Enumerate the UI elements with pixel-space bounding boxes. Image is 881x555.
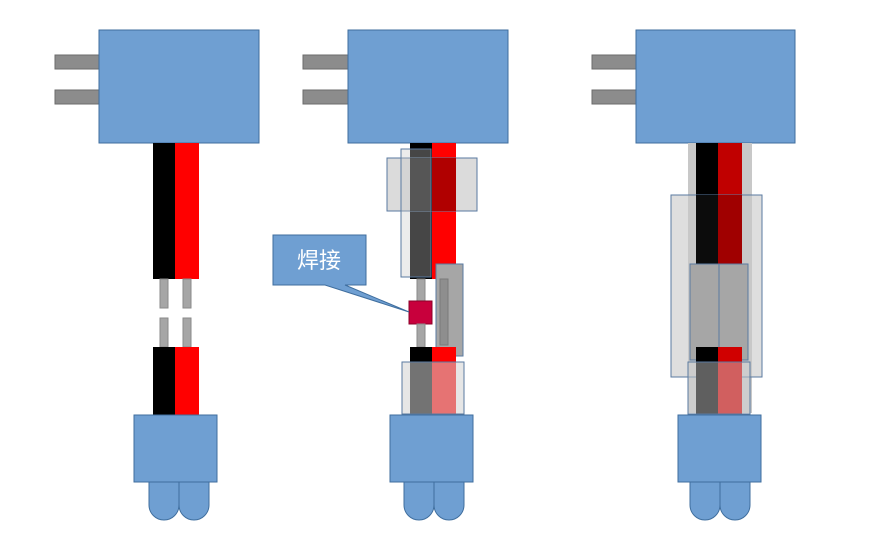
black-conductor-upper bbox=[159, 278, 169, 309]
connector-lobe-left bbox=[148, 481, 180, 521]
prong-bottom bbox=[302, 89, 350, 105]
heat-shrink-sleeve-lower bbox=[401, 361, 465, 415]
solder-callout: 焊接 bbox=[272, 234, 410, 313]
red-wire-upper-sleeved bbox=[432, 158, 456, 211]
black-wire-sleeved bbox=[696, 195, 718, 279]
inner-sleeve-red bbox=[718, 263, 749, 361]
red-conductor-upper bbox=[182, 278, 192, 309]
power-adapter-body bbox=[98, 29, 260, 144]
black-wire-upper-sleeved bbox=[410, 158, 432, 211]
red-wire-lower bbox=[718, 347, 742, 415]
callout-bubble bbox=[272, 234, 410, 313]
black-conductor-lower bbox=[416, 323, 426, 348]
panel-1 bbox=[54, 29, 260, 521]
black-wire-lower bbox=[153, 347, 175, 415]
connector-lobe-left bbox=[689, 481, 721, 521]
callout-label: 焊接 bbox=[297, 249, 341, 274]
connector-lobe-left bbox=[403, 481, 435, 521]
prong-top bbox=[591, 54, 638, 70]
panel-3 bbox=[591, 29, 796, 521]
power-adapter-body bbox=[347, 29, 509, 144]
heat-shrink-lower bbox=[687, 361, 751, 415]
black-conductor-upper bbox=[416, 278, 426, 304]
inner-sleeve-black bbox=[689, 263, 721, 361]
connector-lobe-right bbox=[719, 481, 751, 521]
red-conductor-upper bbox=[439, 278, 449, 346]
power-adapter-body bbox=[635, 29, 796, 144]
solder-joint bbox=[408, 300, 433, 325]
black-wire-sleeve bbox=[400, 148, 432, 278]
red-wire-lower bbox=[175, 347, 199, 415]
prong-bottom bbox=[54, 89, 101, 105]
connector-body bbox=[133, 414, 218, 483]
black-conductor-lower bbox=[159, 317, 169, 348]
prong-bottom bbox=[591, 89, 638, 105]
connector-lobe-right bbox=[433, 481, 465, 521]
prong-top bbox=[302, 54, 350, 70]
panel-2 bbox=[302, 29, 509, 521]
connector-body bbox=[677, 414, 762, 483]
connector-lobe-right bbox=[178, 481, 210, 521]
prong-top bbox=[54, 54, 101, 70]
red-conductor-lower bbox=[182, 317, 192, 348]
black-wire-lower bbox=[696, 347, 718, 415]
black-wire-upper bbox=[153, 143, 175, 279]
red-wire-upper bbox=[175, 143, 199, 279]
connector-body bbox=[389, 414, 474, 483]
